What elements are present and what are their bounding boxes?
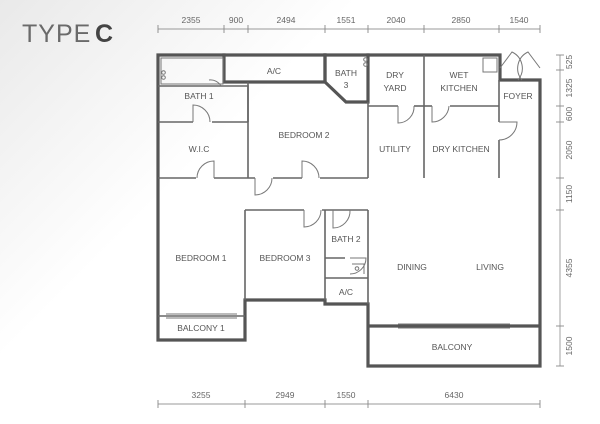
- bath3-outline: [323, 53, 370, 104]
- room-bedroom-1: BEDROOM 1: [175, 253, 226, 263]
- top-dim-6: 2850: [452, 15, 471, 25]
- top-dim-1: 2355: [182, 15, 201, 25]
- top-dim-2: 900: [229, 15, 243, 25]
- room-dining: DINING: [397, 262, 427, 272]
- right-dim-1: 525: [564, 55, 574, 69]
- right-dim-3: 600: [564, 107, 574, 121]
- room-bath-3-number: 3: [344, 80, 349, 90]
- bottom-dimension-line: [157, 400, 541, 408]
- bottom-dim-4: 6430: [445, 390, 464, 400]
- top-dim-3: 2494: [277, 15, 296, 25]
- right-dim-5: 1150: [564, 185, 574, 204]
- fixtures: [160, 57, 498, 274]
- top-dimension-line: [157, 25, 541, 33]
- room-balcony: BALCONY: [432, 342, 473, 352]
- plan-type-letter: C: [95, 20, 113, 48]
- right-dim-4: 2050: [564, 140, 574, 159]
- right-dimension-line: [556, 54, 564, 367]
- door-swings: [192, 51, 541, 275]
- bottom-dim-3: 1550: [337, 390, 356, 400]
- room-utility: UTILITY: [379, 144, 411, 154]
- bottom-dim-2: 2949: [276, 390, 295, 400]
- interior-walls: [158, 55, 500, 317]
- plan-title: TYPE: [22, 20, 91, 48]
- top-dim-7: 1540: [510, 15, 529, 25]
- right-dim-2: 1325: [564, 78, 574, 97]
- room-ac-mid: A/C: [339, 287, 353, 297]
- room-living: LIVING: [476, 262, 504, 272]
- room-dry-kitchen: DRY KITCHEN: [432, 144, 489, 154]
- room-bath-3: BATH: [335, 68, 357, 78]
- bottom-dim-1: 3255: [192, 390, 211, 400]
- room-balcony-1: BALCONY 1: [177, 323, 225, 333]
- outer-wall: [156, 53, 542, 368]
- top-dim-5: 2040: [387, 15, 406, 25]
- room-bath-1: BATH 1: [184, 91, 213, 101]
- sliding-doors: [166, 313, 510, 329]
- room-wic: W.I.C: [189, 144, 210, 154]
- room-bath-2: BATH 2: [331, 234, 360, 244]
- room-ac-top: A/C: [267, 66, 281, 76]
- room-bedroom-2: BEDROOM 2: [278, 130, 329, 140]
- room-foyer: FOYER: [503, 91, 532, 101]
- room-bedroom-3: BEDROOM 3: [259, 253, 310, 263]
- room-dry-yard: DRY: [386, 70, 404, 80]
- right-dim-6: 4355: [564, 258, 574, 277]
- room-wet-kitchen-line2: KITCHEN: [440, 83, 477, 93]
- right-dim-7: 1500: [564, 336, 574, 355]
- room-wet-kitchen: WET: [450, 70, 469, 80]
- room-dry-yard-line2: YARD: [384, 83, 407, 93]
- top-dim-4: 1551: [337, 15, 356, 25]
